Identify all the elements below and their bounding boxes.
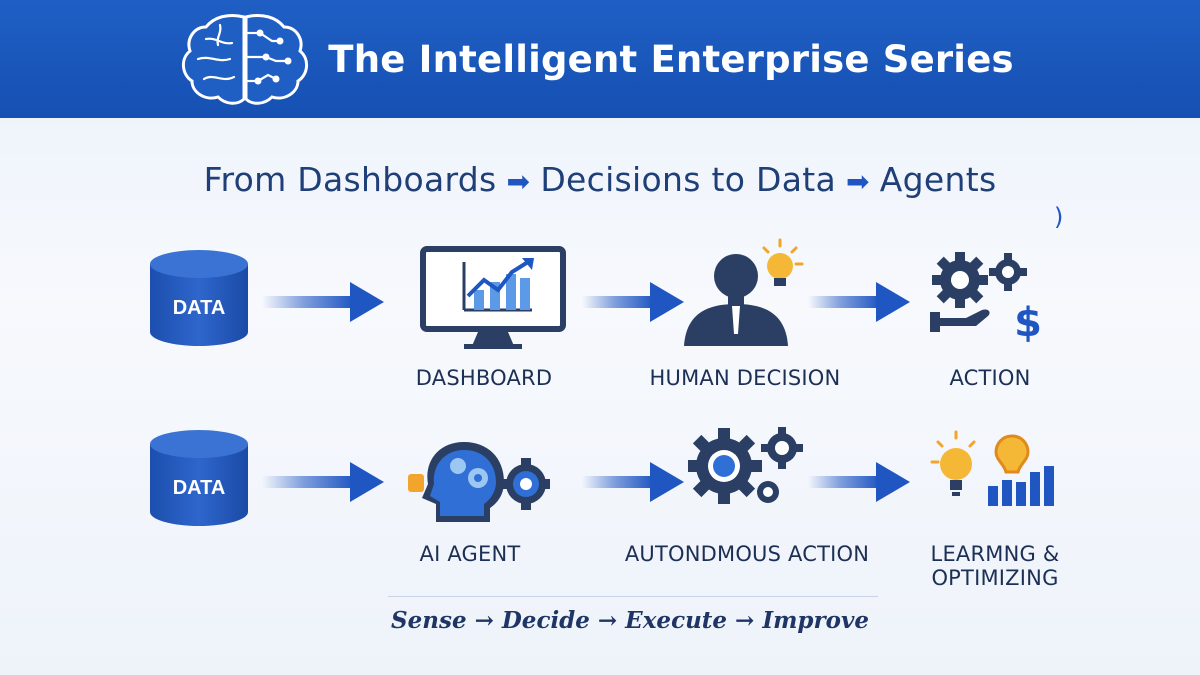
data-label: DATA	[173, 477, 226, 499]
data-label: DATA	[173, 297, 226, 319]
dollar-icon: $	[1014, 300, 1042, 342]
flow-arrow	[262, 282, 384, 322]
flow-arrow	[582, 462, 684, 502]
footer-divider	[388, 596, 878, 597]
subtitle-part-decisions: Decisions to Data	[540, 160, 836, 199]
flow-arrow	[262, 462, 384, 502]
database-icon: DATA	[150, 430, 248, 526]
page-title: The Intelligent Enterprise Series	[328, 37, 1014, 81]
gears-hand-dollar-icon: $	[930, 252, 1042, 342]
step-label-dashboard: DASHBOARD	[415, 366, 553, 390]
arrow-icon: ➡	[846, 165, 870, 198]
person-lightbulb-icon	[684, 238, 804, 346]
step-label-learning-line2: OPTIMIZING	[931, 566, 1059, 590]
lightbulb-bar-chart-icon	[930, 430, 1054, 506]
subtitle: From Dashboards ➡ Decisions to Data ➡ Agents	[0, 160, 1200, 199]
flow-arrow	[808, 462, 910, 502]
tagline: Sense → Decide → Execute → Improve	[391, 607, 869, 634]
monitor-chart-icon	[420, 246, 566, 349]
gears-icon	[688, 427, 803, 504]
subtitle-part-dashboards: From Dashboards	[203, 160, 497, 199]
header-banner: The Intelligent Enterprise Series	[0, 0, 1200, 118]
flow-arrow	[582, 282, 684, 322]
header-content: The Intelligent Enterprise Series	[176, 11, 1014, 107]
step-label-action: ACTION	[949, 366, 1031, 390]
stray-parenthesis: )	[1054, 203, 1064, 231]
ai-head-gear-icon	[408, 442, 550, 522]
brain-circuit-icon	[182, 13, 309, 105]
flow-arrow	[808, 282, 910, 322]
step-label-ai-agent: AI AGENT	[419, 542, 521, 566]
arrow-icon: ➡	[506, 165, 531, 198]
subtitle-part-agents: Agents	[879, 160, 997, 199]
step-label-learning-line1: LEARMNG &	[930, 542, 1060, 566]
step-label-autonomous-action: AUTONDMOUS ACTION	[624, 542, 870, 566]
step-label-human-decision: HUMAN DECISION	[649, 366, 841, 390]
database-icon: DATA	[150, 250, 248, 346]
